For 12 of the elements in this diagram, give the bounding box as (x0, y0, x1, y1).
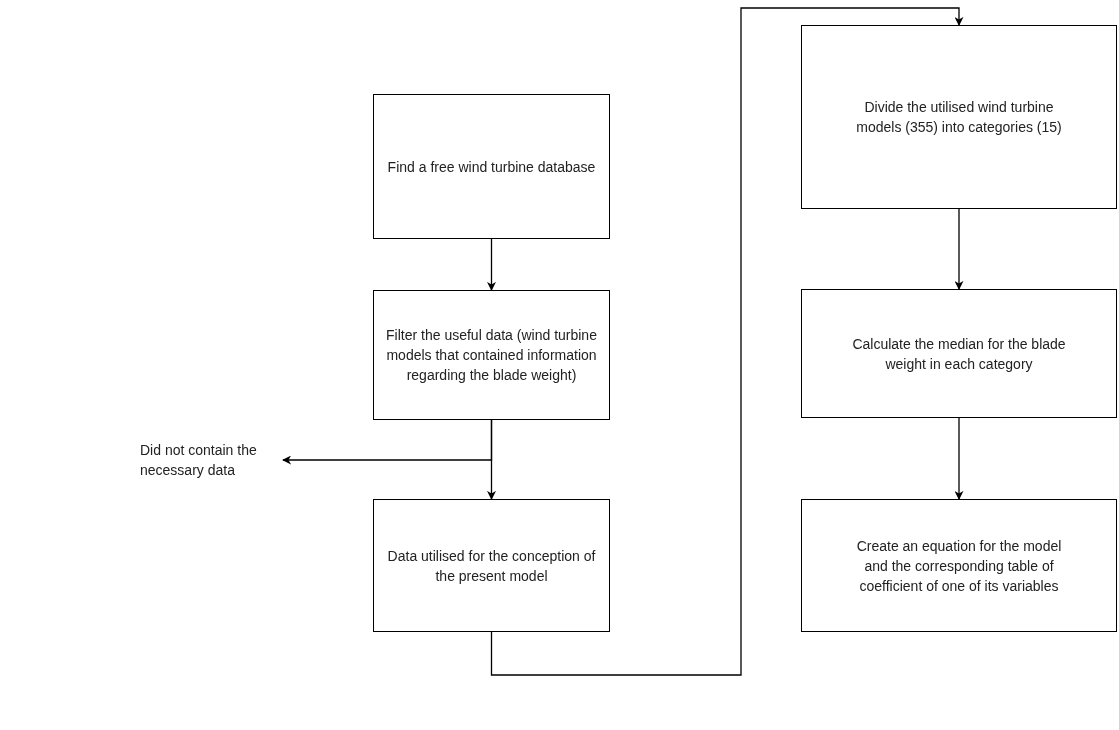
process-box: Filter the useful data (wind turbine models that contained information regarding the blade weight) (373, 290, 610, 420)
process-box: Divide the utilised wind turbine models (355) into categories (15) (801, 25, 1117, 209)
note-text: Did not contain the necessary data (140, 440, 280, 480)
process-box: Data utilised for the conception of the present model (373, 499, 610, 632)
arrow (282, 419, 493, 465)
arrow (487, 238, 496, 291)
arrow (954, 417, 964, 500)
arrow (954, 208, 964, 290)
process-box: Create an equation for the model and the corresponding table of coefficient of one of its variables (801, 499, 1117, 632)
arrow (490, 7, 964, 676)
process-box: Calculate the median for the blade weight in each category (801, 289, 1117, 418)
process-box: Find a free wind turbine database (373, 94, 610, 239)
